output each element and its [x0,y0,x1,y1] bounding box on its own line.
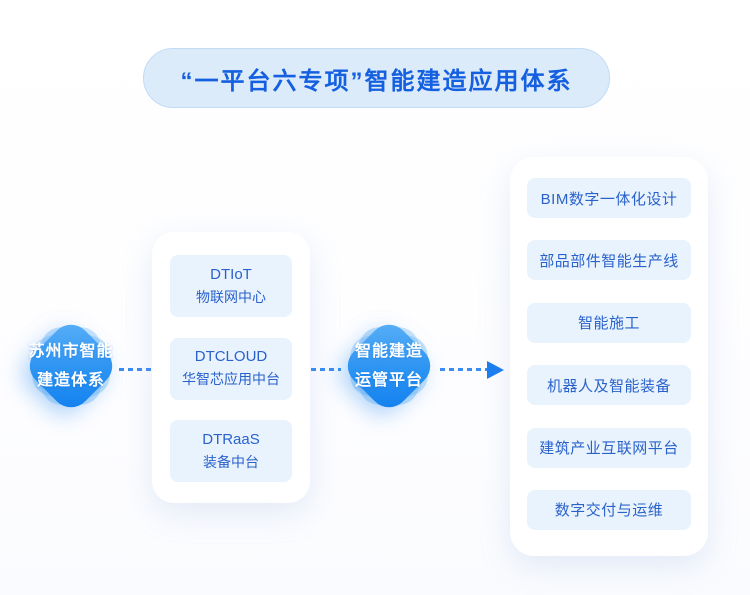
middleware-item-dtiot: DTIoT 物联网中心 [170,255,292,317]
node-label-line: 苏州市智能 [28,343,114,360]
diagram-title-pill: “一平台六专项”智能建造应用体系 [143,48,610,108]
node-suzhou-system-label: 苏州市智能 建造体系 [23,318,119,414]
application-item-digital-delivery: 数字交付与运维 [527,489,691,530]
middleware-name: DTCLOUD [194,348,268,365]
middleware-desc: 华智芯应用中台 [182,371,280,387]
node-label-line: 智能建造 [354,343,423,360]
connector-dashed-arrow [440,368,488,371]
node-label-line: 运管平台 [354,372,423,389]
node-operation-platform-label: 智能建造 运管平台 [341,318,437,414]
application-label: 数字交付与运维 [554,502,664,520]
connector-dashed-middle [311,368,341,371]
node-suzhou-system: 苏州市智能 建造体系 [21,316,121,416]
application-label: 智能施工 [577,315,640,333]
application-item-robots-equipment: 机器人及智能装备 [527,365,691,406]
application-item-bim-design: BIM数字一体化设计 [527,178,691,218]
application-label: 机器人及智能装备 [546,377,671,395]
application-item-production-line: 部品部件智能生产线 [527,240,691,281]
application-item-industry-internet: 建筑产业互联网平台 [527,427,691,468]
application-label: BIM数字一体化设计 [540,190,678,208]
middleware-desc: 物联网中心 [196,288,266,305]
node-label-line: 建造体系 [36,372,105,389]
application-item-smart-construction: 智能施工 [527,302,691,343]
diagram-title: “一平台六专项”智能建造应用体系 [180,67,573,95]
middleware-desc: 装备中台 [203,453,259,470]
application-label: 部品部件智能生产线 [539,252,679,270]
middleware-name: DTIoT [210,265,252,283]
application-label: 建筑产业互联网平台 [539,440,679,458]
middleware-item-dtcloud: DTCLOUD 华智芯应用中台 [170,337,292,400]
middleware-item-dtraas: DTRaaS 装备中台 [170,420,292,482]
node-operation-platform: 智能建造 运管平台 [339,316,439,416]
applications-card: BIM数字一体化设计 部品部件智能生产线 智能施工 机器人及智能装备 建筑产业互… [510,157,708,556]
arrow-right-icon [487,361,504,379]
middleware-card: DTIoT 物联网中心 DTCLOUD 华智芯应用中台 DTRaaS 装备中台 [152,232,310,503]
middleware-name: DTRaaS [202,430,260,448]
connector-dashed-left [119,368,153,371]
